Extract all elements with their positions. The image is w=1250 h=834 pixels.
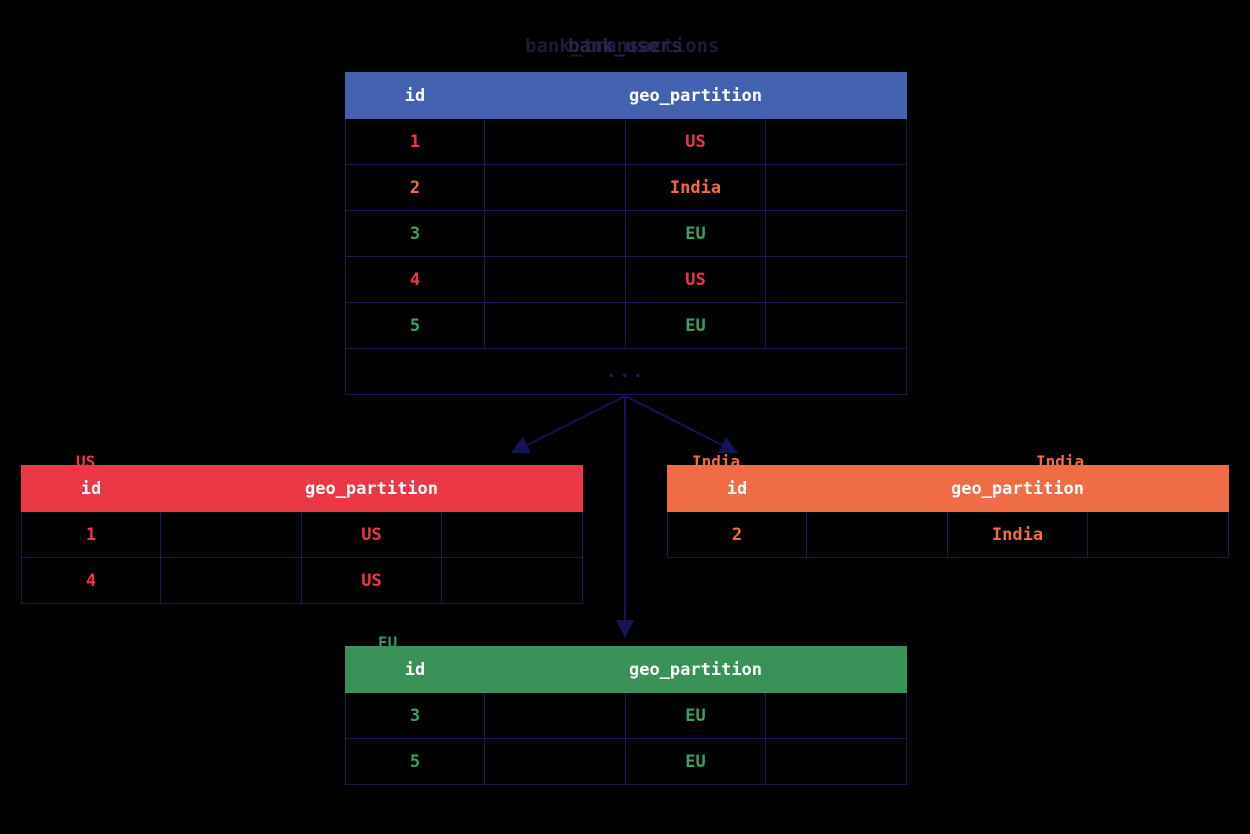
table-india-shard: id geo_partition 2 India [667, 465, 1229, 558]
column-header-id: id [345, 72, 485, 119]
cell-blank-2 [765, 302, 907, 349]
table-bank-transactions: id geo_partition 1 US 2 India 3 EU [345, 72, 907, 395]
cell-blank-2 [765, 692, 907, 739]
cell-blank-1 [484, 210, 626, 257]
cell-blank-1 [484, 692, 626, 739]
table-row: 1 US [345, 118, 907, 165]
cell-blank-1 [160, 557, 302, 604]
table-title-bank-transactions: bank_transactions [525, 35, 720, 57]
cell-geo-partition: EU [625, 692, 766, 739]
cell-blank-2 [765, 256, 907, 303]
table-header-row: id geo_partition [667, 465, 1229, 512]
cell-blank-1 [484, 302, 626, 349]
table-header-row: id geo_partition [345, 72, 907, 119]
arrow-to-us-shard [510, 395, 626, 454]
table-eu-shard: id geo_partition 3 EU 5 EU [345, 646, 907, 785]
cell-id: 4 [21, 557, 161, 604]
cell-blank-1 [806, 511, 948, 558]
cell-geo-partition: India [625, 164, 766, 211]
cell-blank-1 [484, 738, 626, 785]
table-row: 2 India [667, 511, 1229, 558]
cell-geo-partition: US [301, 511, 442, 558]
cell-id: 5 [345, 738, 485, 785]
column-header-blank-1 [806, 465, 948, 512]
cell-geo-partition: EU [625, 210, 766, 257]
column-header-geo-partition: geo_partition [625, 72, 766, 119]
table-row: 5 EU [345, 738, 907, 785]
cell-blank-1 [484, 118, 626, 165]
table-title-bank-users: bank_users [568, 35, 683, 57]
column-header-geo-partition: geo_partition [301, 465, 442, 512]
column-header-blank-2 [441, 465, 583, 512]
table-us-shard: id geo_partition 1 US 4 US [21, 465, 583, 604]
table-row: 2 India [345, 164, 907, 211]
cell-blank-2 [765, 210, 907, 257]
column-header-blank-2 [765, 72, 907, 119]
cell-id: 4 [345, 256, 485, 303]
table-row: 4 US [345, 256, 907, 303]
cell-id: 3 [345, 210, 485, 257]
cell-blank-1 [484, 256, 626, 303]
table-header-row: id geo_partition [21, 465, 583, 512]
cell-id: 5 [345, 302, 485, 349]
cell-geo-partition: US [625, 256, 766, 303]
column-header-id: id [667, 465, 807, 512]
cell-geo-partition: India [947, 511, 1088, 558]
cell-geo-partition: US [301, 557, 442, 604]
cell-geo-partition: EU [625, 738, 766, 785]
column-header-blank-2 [765, 646, 907, 693]
column-header-blank-1 [160, 465, 302, 512]
column-header-blank-1 [484, 72, 626, 119]
column-header-geo-partition: geo_partition [625, 646, 766, 693]
table-row: 5 EU [345, 302, 907, 349]
table-row: 4 US [21, 557, 583, 604]
cell-id: 2 [667, 511, 807, 558]
column-header-geo-partition: geo_partition [947, 465, 1088, 512]
cell-geo-partition: US [625, 118, 766, 165]
cell-blank-1 [160, 511, 302, 558]
column-header-id: id [21, 465, 161, 512]
column-header-blank-1 [484, 646, 626, 693]
table-header-row: id geo_partition [345, 646, 907, 693]
cell-blank-1 [484, 164, 626, 211]
arrow-to-india-shard [624, 395, 739, 454]
table-row-more: ... [345, 348, 907, 395]
cell-id: 1 [21, 511, 161, 558]
cell-id: 1 [345, 118, 485, 165]
cell-id: 2 [345, 164, 485, 211]
more-rows-indicator: ... [345, 348, 907, 395]
cell-blank-2 [765, 164, 907, 211]
table-row: 1 US [21, 511, 583, 558]
table-row: 3 EU [345, 692, 907, 739]
column-header-id: id [345, 646, 485, 693]
table-row: 3 EU [345, 210, 907, 257]
cell-blank-2 [441, 511, 583, 558]
cell-blank-2 [1087, 511, 1229, 558]
column-header-blank-2 [1087, 465, 1229, 512]
cell-id: 3 [345, 692, 485, 739]
cell-blank-2 [441, 557, 583, 604]
cell-geo-partition: EU [625, 302, 766, 349]
cell-blank-2 [765, 118, 907, 165]
cell-blank-2 [765, 738, 907, 785]
